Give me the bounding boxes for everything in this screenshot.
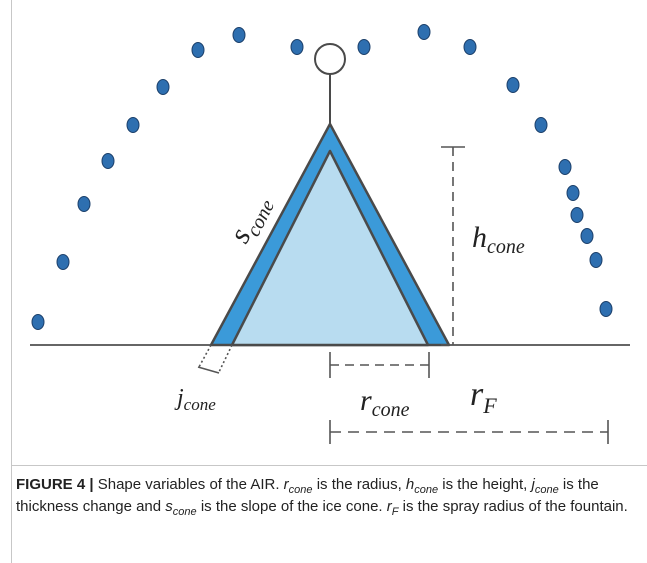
spray-radius-marker bbox=[329, 420, 609, 444]
droplet bbox=[156, 79, 170, 95]
droplet bbox=[357, 39, 371, 55]
droplet bbox=[589, 252, 603, 268]
droplet bbox=[417, 24, 431, 40]
caption-r-f-desc: is the spray radius of the fountain. bbox=[402, 498, 628, 515]
droplet bbox=[570, 207, 584, 223]
droplet bbox=[566, 185, 580, 201]
thickness-label: jcone bbox=[174, 385, 216, 414]
height-marker bbox=[441, 146, 465, 346]
droplet bbox=[463, 39, 477, 55]
droplet bbox=[56, 254, 70, 270]
height-label: hcone bbox=[472, 221, 525, 258]
thickness-marker bbox=[197, 344, 233, 374]
droplet bbox=[77, 196, 91, 212]
caption-r-cone-desc: is the radius, bbox=[316, 476, 402, 493]
droplet bbox=[599, 301, 613, 317]
droplet bbox=[534, 117, 548, 133]
droplet bbox=[191, 42, 205, 58]
figure-frame-bottom bbox=[11, 465, 647, 466]
spray-radius-label: rF bbox=[470, 376, 497, 418]
caption-j-cone-desc: is the thickness change and bbox=[16, 476, 599, 515]
droplet bbox=[31, 314, 45, 330]
figure-caption: FIGURE 4 | Shape variables of the AIR. r… bbox=[16, 474, 638, 518]
radius-marker bbox=[329, 352, 430, 378]
caption-s-cone: scone bbox=[165, 498, 197, 518]
droplet bbox=[101, 153, 115, 169]
droplet bbox=[126, 117, 140, 133]
caption-r-f: rF bbox=[386, 498, 399, 518]
droplet bbox=[506, 77, 520, 93]
caption-intro: Shape variables of the AIR. bbox=[97, 476, 280, 493]
cone-body bbox=[230, 149, 430, 347]
caption-j-cone: jcone bbox=[531, 476, 559, 496]
caption-h-cone-desc: is the height, bbox=[442, 476, 528, 493]
figure-frame-left bbox=[11, 0, 12, 563]
droplet bbox=[290, 39, 304, 55]
figure-label: FIGURE 4 | bbox=[16, 476, 94, 493]
radius-label: rcone bbox=[360, 384, 410, 421]
fountain-nozzle bbox=[314, 43, 346, 75]
caption-h-cone: hcone bbox=[405, 476, 439, 496]
droplet bbox=[558, 159, 572, 175]
caption-s-cone-desc: is the slope of the ice cone. bbox=[200, 498, 383, 515]
droplet bbox=[232, 27, 246, 43]
droplet bbox=[580, 228, 594, 244]
cone-diagram: scone hcone rcone rF jcone bbox=[30, 24, 630, 444]
spray-droplets bbox=[31, 24, 613, 330]
caption-r-cone: rcone bbox=[283, 476, 313, 496]
